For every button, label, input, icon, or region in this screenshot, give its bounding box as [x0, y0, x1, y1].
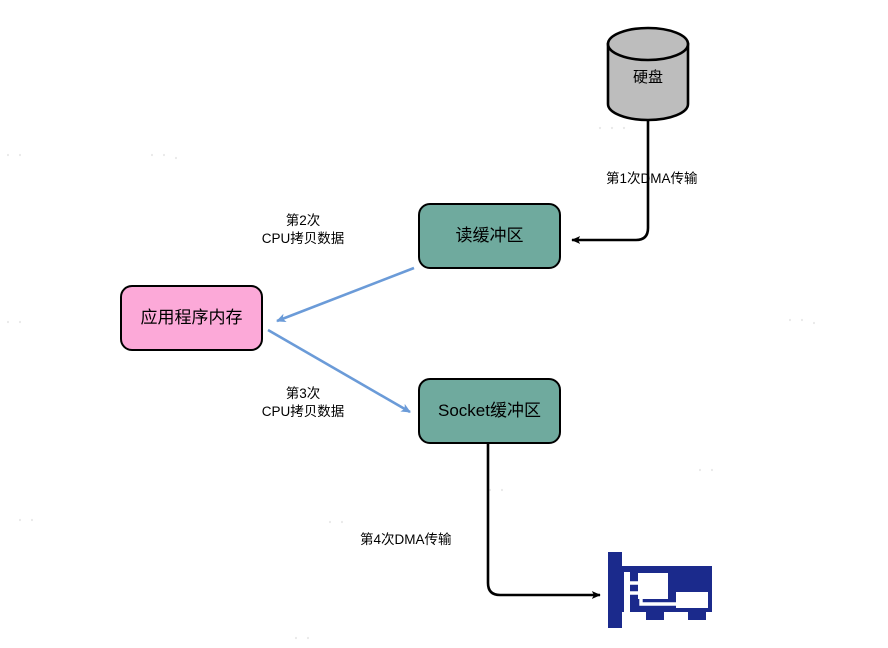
node-read-buffer	[418, 203, 561, 269]
node-app-memory	[120, 285, 263, 351]
edge-dma-1-label: 第1次DMA传输	[606, 171, 698, 186]
edge-dma-4-label: 第4次DMA传输	[360, 532, 452, 547]
edge-cpu-copy-2-label: 第2次 CPU拷贝数据	[261, 213, 345, 247]
node-disk	[606, 26, 690, 122]
background-texture	[6, 126, 816, 640]
node-socket-buffer	[418, 378, 561, 444]
node-network-card	[608, 552, 712, 628]
edge-dma-1	[571, 120, 650, 244]
edge-cpu-copy-3	[267, 328, 411, 414]
edge-dma-4	[486, 444, 601, 599]
edge-cpu-copy-2	[276, 266, 415, 323]
edge-cpu-copy-3-label: 第3次 CPU拷贝数据	[261, 386, 345, 420]
